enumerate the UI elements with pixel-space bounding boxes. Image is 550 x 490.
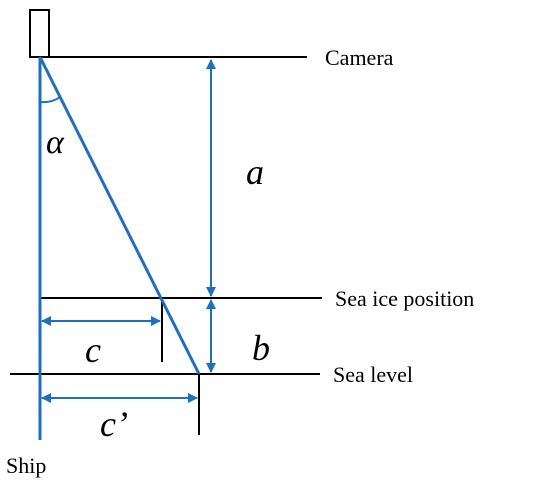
c-prime-symbol: c’ [100, 404, 128, 444]
ship-label: Ship [6, 453, 46, 478]
a-symbol: a [246, 152, 264, 192]
camera-box [29, 9, 50, 58]
sight-line [38, 56, 201, 375]
alpha-arc [39, 96, 61, 104]
sea-ice-position-label: Sea ice position [335, 286, 474, 311]
alpha-symbol: α [46, 124, 65, 161]
sea-level-label: Sea level [333, 362, 413, 387]
camera-label: Camera [325, 45, 394, 70]
c-symbol: c [85, 330, 101, 370]
b-symbol: b [252, 328, 270, 368]
